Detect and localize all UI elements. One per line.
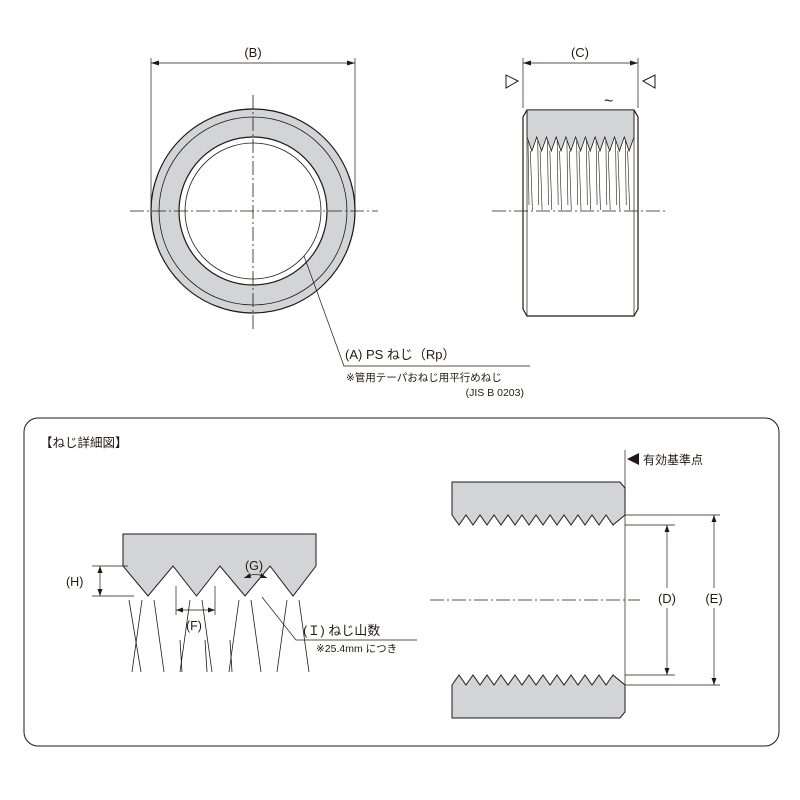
side-thread-line [556, 140, 559, 206]
side-view: (C) ~ [492, 45, 666, 317]
side-thread-line [617, 150, 621, 211]
detail-panel [23, 417, 780, 747]
side-thread-line [627, 150, 630, 211]
wave-symbol: ~ [604, 93, 613, 110]
side-thread-line [588, 150, 592, 211]
dim-b-label: (B) [244, 45, 261, 60]
thread-flank-line [250, 599, 262, 673]
dim-e-label: (E) [705, 591, 722, 606]
thread-flank-line [128, 599, 142, 673]
thread-flank-line [131, 599, 143, 673]
side-thread-line [615, 140, 617, 206]
reference-point-label: 有効基準点 [643, 452, 703, 467]
front-view: (B) (A) PS ねじ（Rp） ※管用テーパおねじ用平行めねじ (JIS B… [130, 45, 530, 399]
side-thread-line [537, 140, 540, 206]
side-thread-line [549, 150, 553, 211]
thread-flank-lines [128, 599, 310, 673]
side-thread-line [566, 140, 569, 206]
dim-f-label: (F) [186, 619, 202, 633]
side-thread-lines [527, 140, 630, 211]
thread-flank-line [179, 599, 191, 673]
thread-count-note: ※25.4mm につき [316, 643, 397, 655]
thread-standard-note: ※管用テーパおねじ用平行めねじ [346, 371, 502, 384]
thread-flank-line [201, 599, 213, 673]
reference-arrow [627, 453, 639, 465]
thread-flank-line [153, 599, 165, 673]
side-thread-line [527, 140, 530, 206]
datum-triangle-right [641, 74, 656, 89]
datum-triangle-left [505, 74, 520, 89]
dim-g-label: (G) [245, 559, 263, 573]
detail-title: 【ねじ詳細図】 [40, 435, 128, 450]
thread-flank-line [276, 599, 288, 673]
upper-wall [451, 481, 626, 526]
side-thread-line [530, 150, 533, 211]
cross-section-detail: 有効基準点 (D) (E) [430, 450, 733, 719]
side-thread-line [586, 140, 588, 206]
side-thread-line [605, 140, 608, 206]
side-thread-line [568, 150, 572, 211]
thread-flank-line [298, 599, 310, 673]
side-thread-line [595, 140, 598, 206]
side-thread-line [607, 150, 611, 211]
thread-count-label: (Ｉ) ねじ山数 [303, 623, 380, 638]
thread-flank-line [204, 639, 208, 673]
lower-wall [451, 674, 626, 719]
thread-profile [122, 533, 317, 597]
thread-flank-line [179, 639, 183, 673]
thread-flank-line [228, 599, 240, 673]
side-thread-line [539, 150, 543, 211]
side-thread-line [598, 150, 601, 211]
thread-profile-detail: (H) (F) (G) (Ｉ) ねじ山数 ※25.4mm につき [66, 533, 417, 673]
thread-type-label: (A) PS ねじ（Rp） [345, 347, 456, 362]
side-thread-band [526, 109, 635, 153]
thread-flank-line [229, 639, 233, 673]
side-thread-line [576, 140, 578, 206]
side-thread-line [559, 150, 562, 211]
dim-c-label: (C) [571, 45, 589, 60]
side-thread-line [578, 150, 582, 211]
dim-d-label: (D) [658, 591, 676, 606]
side-thread-line [624, 140, 627, 206]
side-thread-line [547, 140, 549, 206]
jis-standard-note: (JIS B 0203) [466, 387, 524, 399]
dim-h-label: (H) [66, 575, 83, 589]
